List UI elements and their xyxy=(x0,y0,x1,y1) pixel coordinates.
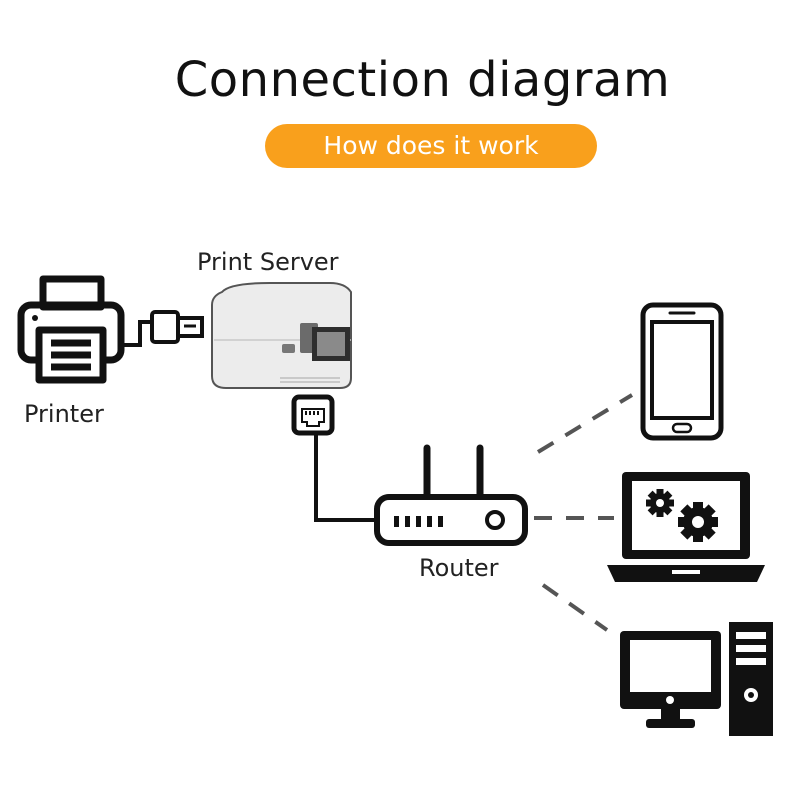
printer-icon xyxy=(17,275,125,384)
subtitle-badge: How does it work xyxy=(265,124,597,168)
wireless-links xyxy=(534,393,634,632)
usb-plug-icon xyxy=(121,310,204,347)
printer-label: Printer xyxy=(24,400,104,428)
ethernet-port-icon xyxy=(291,394,335,436)
smartphone-icon xyxy=(640,302,724,441)
print-server-device xyxy=(211,282,352,389)
router-label: Router xyxy=(419,554,499,582)
router-icon xyxy=(374,444,528,546)
ethernet-cable xyxy=(314,433,375,522)
desktop-computer-icon xyxy=(620,622,773,736)
gears-icon xyxy=(646,489,718,542)
page-title: Connection diagram xyxy=(174,52,671,108)
print-server-label: Print Server xyxy=(197,248,339,276)
